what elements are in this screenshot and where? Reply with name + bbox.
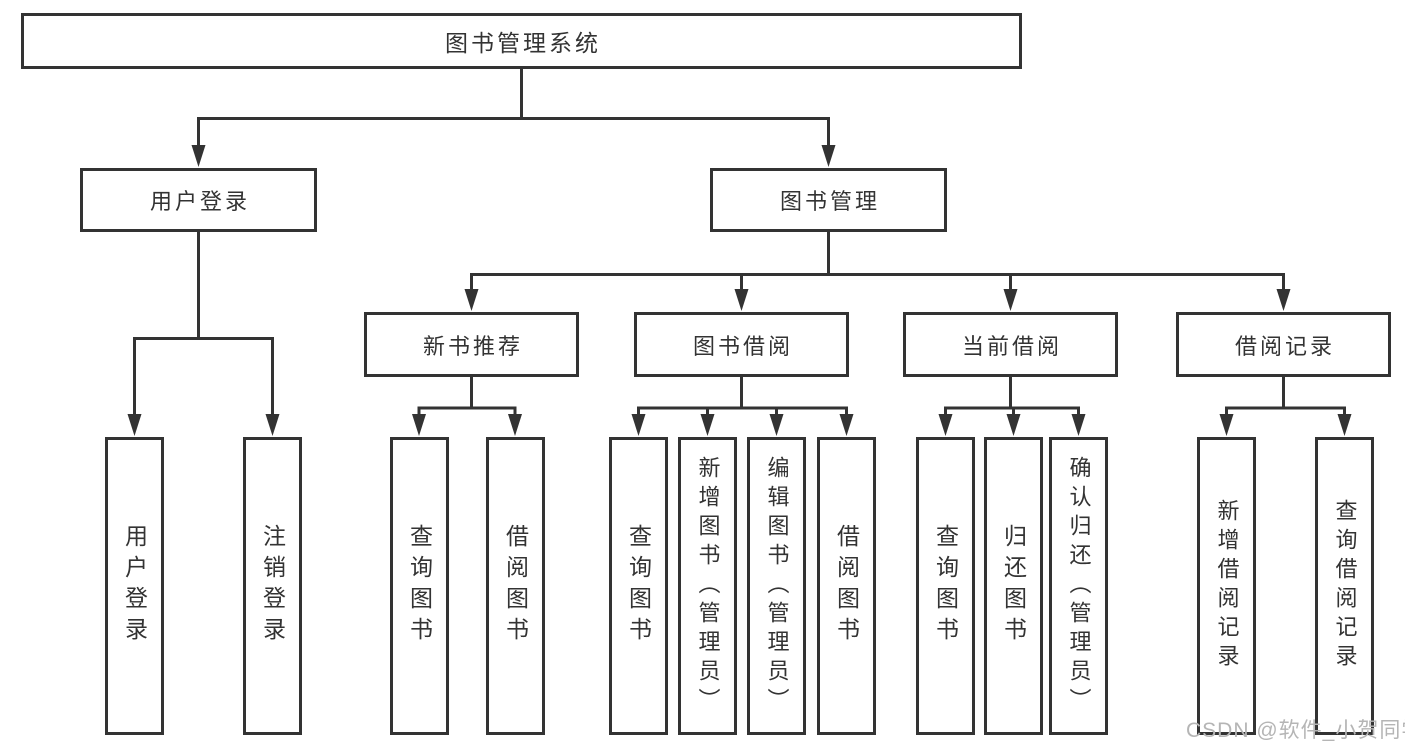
- leaf-logout: 注销登录: [243, 437, 302, 735]
- leaf-borrow-books-recommend: 借阅图书: [486, 437, 545, 735]
- node-user-login-branch: 用户登录: [80, 168, 317, 232]
- leaf-query-borrow-record: 查询借阅记录: [1315, 437, 1374, 735]
- leaf-borrow-books: 借阅图书: [817, 437, 876, 735]
- leaf-return-books: 归还图书: [984, 437, 1043, 735]
- leaf-query-books-recommend: 查询图书: [390, 437, 449, 735]
- leaf-user-login: 用户登录: [105, 437, 164, 735]
- leaf-edit-books-admin: 编辑图书（管理员）: [747, 437, 806, 735]
- leaf-add-borrow-record: 新增借阅记录: [1197, 437, 1256, 735]
- node-book-management-branch: 图书管理: [710, 168, 947, 232]
- leaf-query-books-borrow: 查询图书: [609, 437, 668, 735]
- leaf-add-books-admin: 新增图书（管理员）: [678, 437, 737, 735]
- csdn-watermark: CSDN @软件_小贺同学: [1186, 719, 1405, 742]
- leaf-query-books-current: 查询图书: [916, 437, 975, 735]
- node-current-borrow: 当前借阅: [903, 312, 1118, 377]
- node-root-system: 图书管理系统: [21, 13, 1022, 69]
- arrowheads: [127, 145, 1352, 436]
- node-borrow-record: 借阅记录: [1176, 312, 1391, 377]
- node-book-borrow: 图书借阅: [634, 312, 849, 377]
- leaf-confirm-return-admin: 确认归还（管理员）: [1049, 437, 1108, 735]
- node-new-book-recommend: 新书推荐: [364, 312, 579, 377]
